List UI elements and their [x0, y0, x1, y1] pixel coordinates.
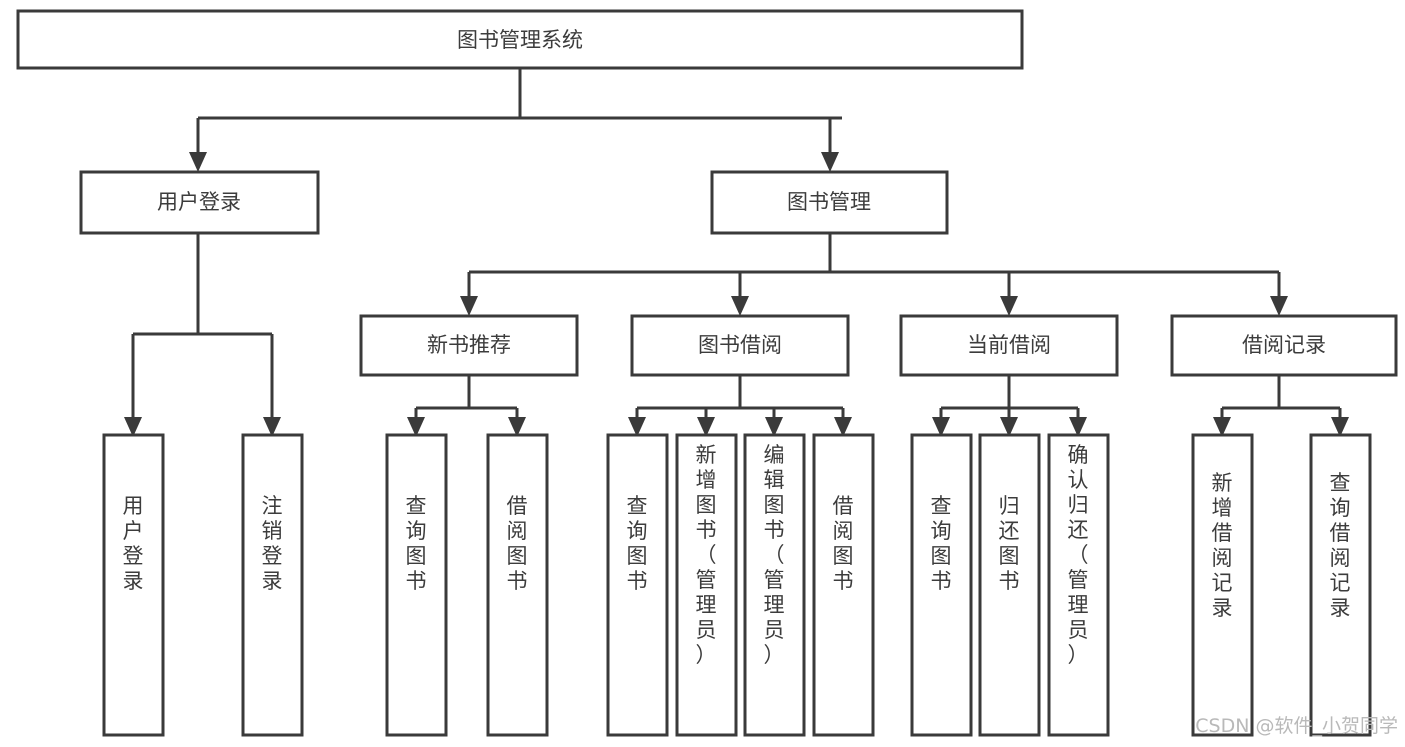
node-user-login-label: 用户登录 [157, 190, 241, 214]
node-leaf-add-record-label: 新增借阅记录 [1212, 471, 1233, 620]
node-leaf-user-login-box[interactable] [102, 433, 165, 737]
node-book-management-label: 图书管理 [787, 190, 871, 214]
node-leaf-borrow-book-1-box[interactable] [486, 433, 549, 737]
node-borrow-record[interactable]: 借阅记录 [1170, 314, 1398, 377]
node-leaf-query-book-2-label: 查询图书 [627, 494, 648, 593]
node-leaf-logout-login-label: 注销登录 [262, 494, 283, 593]
node-leaf-query-book-3-box[interactable] [910, 433, 973, 737]
node-leaf-return-book-box[interactable] [978, 433, 1041, 737]
node-current-borrow-box[interactable] [899, 314, 1119, 377]
node-leaf-query-record-box[interactable] [1309, 433, 1372, 737]
node-leaf-add-book-box[interactable] [675, 433, 738, 737]
node-leaf-borrow-book-2[interactable]: 借阅图书 [812, 433, 875, 737]
node-book-management-box[interactable] [710, 170, 949, 235]
node-leaf-query-book-3[interactable]: 查询图书 [910, 433, 973, 737]
node-leaf-borrow-book-2-label: 借阅图书 [833, 494, 854, 593]
csdn-watermark: CSDN @软件_小贺同学 [1195, 715, 1398, 737]
node-leaf-return-book-label: 归还图书 [999, 494, 1020, 593]
node-new-book-recommend-box[interactable] [359, 314, 579, 377]
connector-layer [124, 68, 1349, 437]
node-leaf-edit-book[interactable]: 编辑图书（管理员） [743, 433, 806, 737]
node-leaf-confirm-return-label: 确认归还（管理员） [1068, 443, 1089, 667]
node-new-book-recommend[interactable]: 新书推荐 [359, 314, 579, 377]
node-root-box[interactable] [16, 9, 1024, 70]
node-leaf-query-book-3-label: 查询图书 [931, 494, 952, 593]
node-new-book-recommend-label: 新书推荐 [427, 333, 511, 357]
node-user-login-box[interactable] [79, 170, 320, 235]
node-leaf-return-book[interactable]: 归还图书 [978, 433, 1041, 737]
node-leaf-query-book-1-label: 查询图书 [406, 494, 427, 593]
node-leaf-borrow-book-2-box[interactable] [812, 433, 875, 737]
node-book-borrow-label: 图书借阅 [698, 333, 782, 357]
node-borrow-record-box[interactable] [1170, 314, 1398, 377]
node-leaf-query-book-2-box[interactable] [606, 433, 669, 737]
node-leaf-user-login[interactable]: 用户登录 [102, 433, 165, 737]
node-book-borrow[interactable]: 图书借阅 [630, 314, 850, 377]
node-leaf-query-book-1[interactable]: 查询图书 [385, 433, 448, 737]
node-leaf-query-book-2[interactable]: 查询图书 [606, 433, 669, 737]
node-leaf-add-book-label: 新增图书（管理员） [696, 443, 717, 667]
node-user-login[interactable]: 用户登录 [79, 170, 320, 235]
node-leaf-query-record-label: 查询借阅记录 [1330, 471, 1351, 620]
node-leaf-query-book-1-box[interactable] [385, 433, 448, 737]
node-leaf-add-record-box[interactable] [1191, 433, 1254, 737]
node-leaf-user-login-label: 用户登录 [123, 494, 144, 593]
node-leaf-confirm-return[interactable]: 确认归还（管理员） [1047, 433, 1110, 737]
node-current-borrow-label: 当前借阅 [967, 333, 1051, 357]
node-leaf-borrow-book-1[interactable]: 借阅图书 [486, 433, 549, 737]
node-leaf-add-record[interactable]: 新增借阅记录 [1191, 433, 1254, 737]
node-leaf-query-record[interactable]: 查询借阅记录 [1309, 433, 1372, 737]
node-book-borrow-box[interactable] [630, 314, 850, 377]
node-root[interactable]: 图书管理系统 [16, 9, 1024, 70]
node-book-management[interactable]: 图书管理 [710, 170, 949, 235]
node-root-label: 图书管理系统 [457, 28, 583, 52]
node-leaf-edit-book-box[interactable] [743, 433, 806, 737]
node-leaf-borrow-book-1-label: 借阅图书 [507, 494, 528, 593]
node-leaf-logout-login-box[interactable] [241, 433, 304, 737]
node-leaf-add-book[interactable]: 新增图书（管理员） [675, 433, 738, 737]
node-borrow-record-label: 借阅记录 [1242, 333, 1326, 357]
node-current-borrow[interactable]: 当前借阅 [899, 314, 1119, 377]
node-leaf-edit-book-label: 编辑图书（管理员） [764, 443, 785, 667]
node-leaf-confirm-return-box[interactable] [1047, 433, 1110, 737]
node-leaf-logout-login[interactable]: 注销登录 [241, 433, 304, 737]
